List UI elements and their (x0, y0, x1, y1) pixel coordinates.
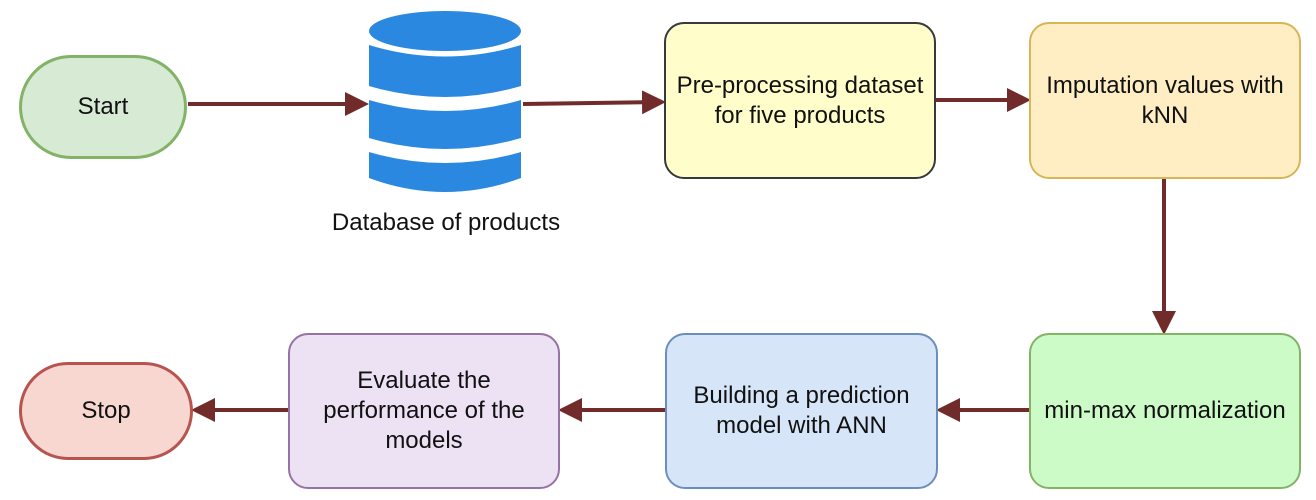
evaluate-node[interactable]: Evaluate the performance of the models (288, 333, 560, 489)
database-label: Database of products (331, 209, 561, 236)
evaluate-label: Evaluate the performance of the models (323, 367, 525, 454)
start-node[interactable]: Start (19, 55, 187, 159)
build-model-label: Building a prediction model with ANN (693, 382, 910, 439)
build-model-node[interactable]: Building a prediction model with ANN (665, 333, 938, 489)
stop-node[interactable]: Stop (19, 362, 193, 460)
arrow-database-to-preprocess (522, 90, 666, 115)
start-label: Start (77, 93, 129, 120)
imputation-label: Imputation values with kNN (1046, 71, 1284, 129)
normalization-label: min-max normalization (1044, 397, 1286, 424)
stop-label: Stop (81, 397, 131, 424)
imputation-node[interactable]: Imputation values with kNN (1029, 22, 1301, 179)
preprocessing-node[interactable]: Pre-processing dataset for five products (664, 22, 936, 179)
preprocessing-label: Pre-processing dataset for five products (676, 71, 924, 129)
database-icon (369, 11, 521, 192)
normalization-node[interactable]: min-max normalization (1029, 333, 1301, 489)
